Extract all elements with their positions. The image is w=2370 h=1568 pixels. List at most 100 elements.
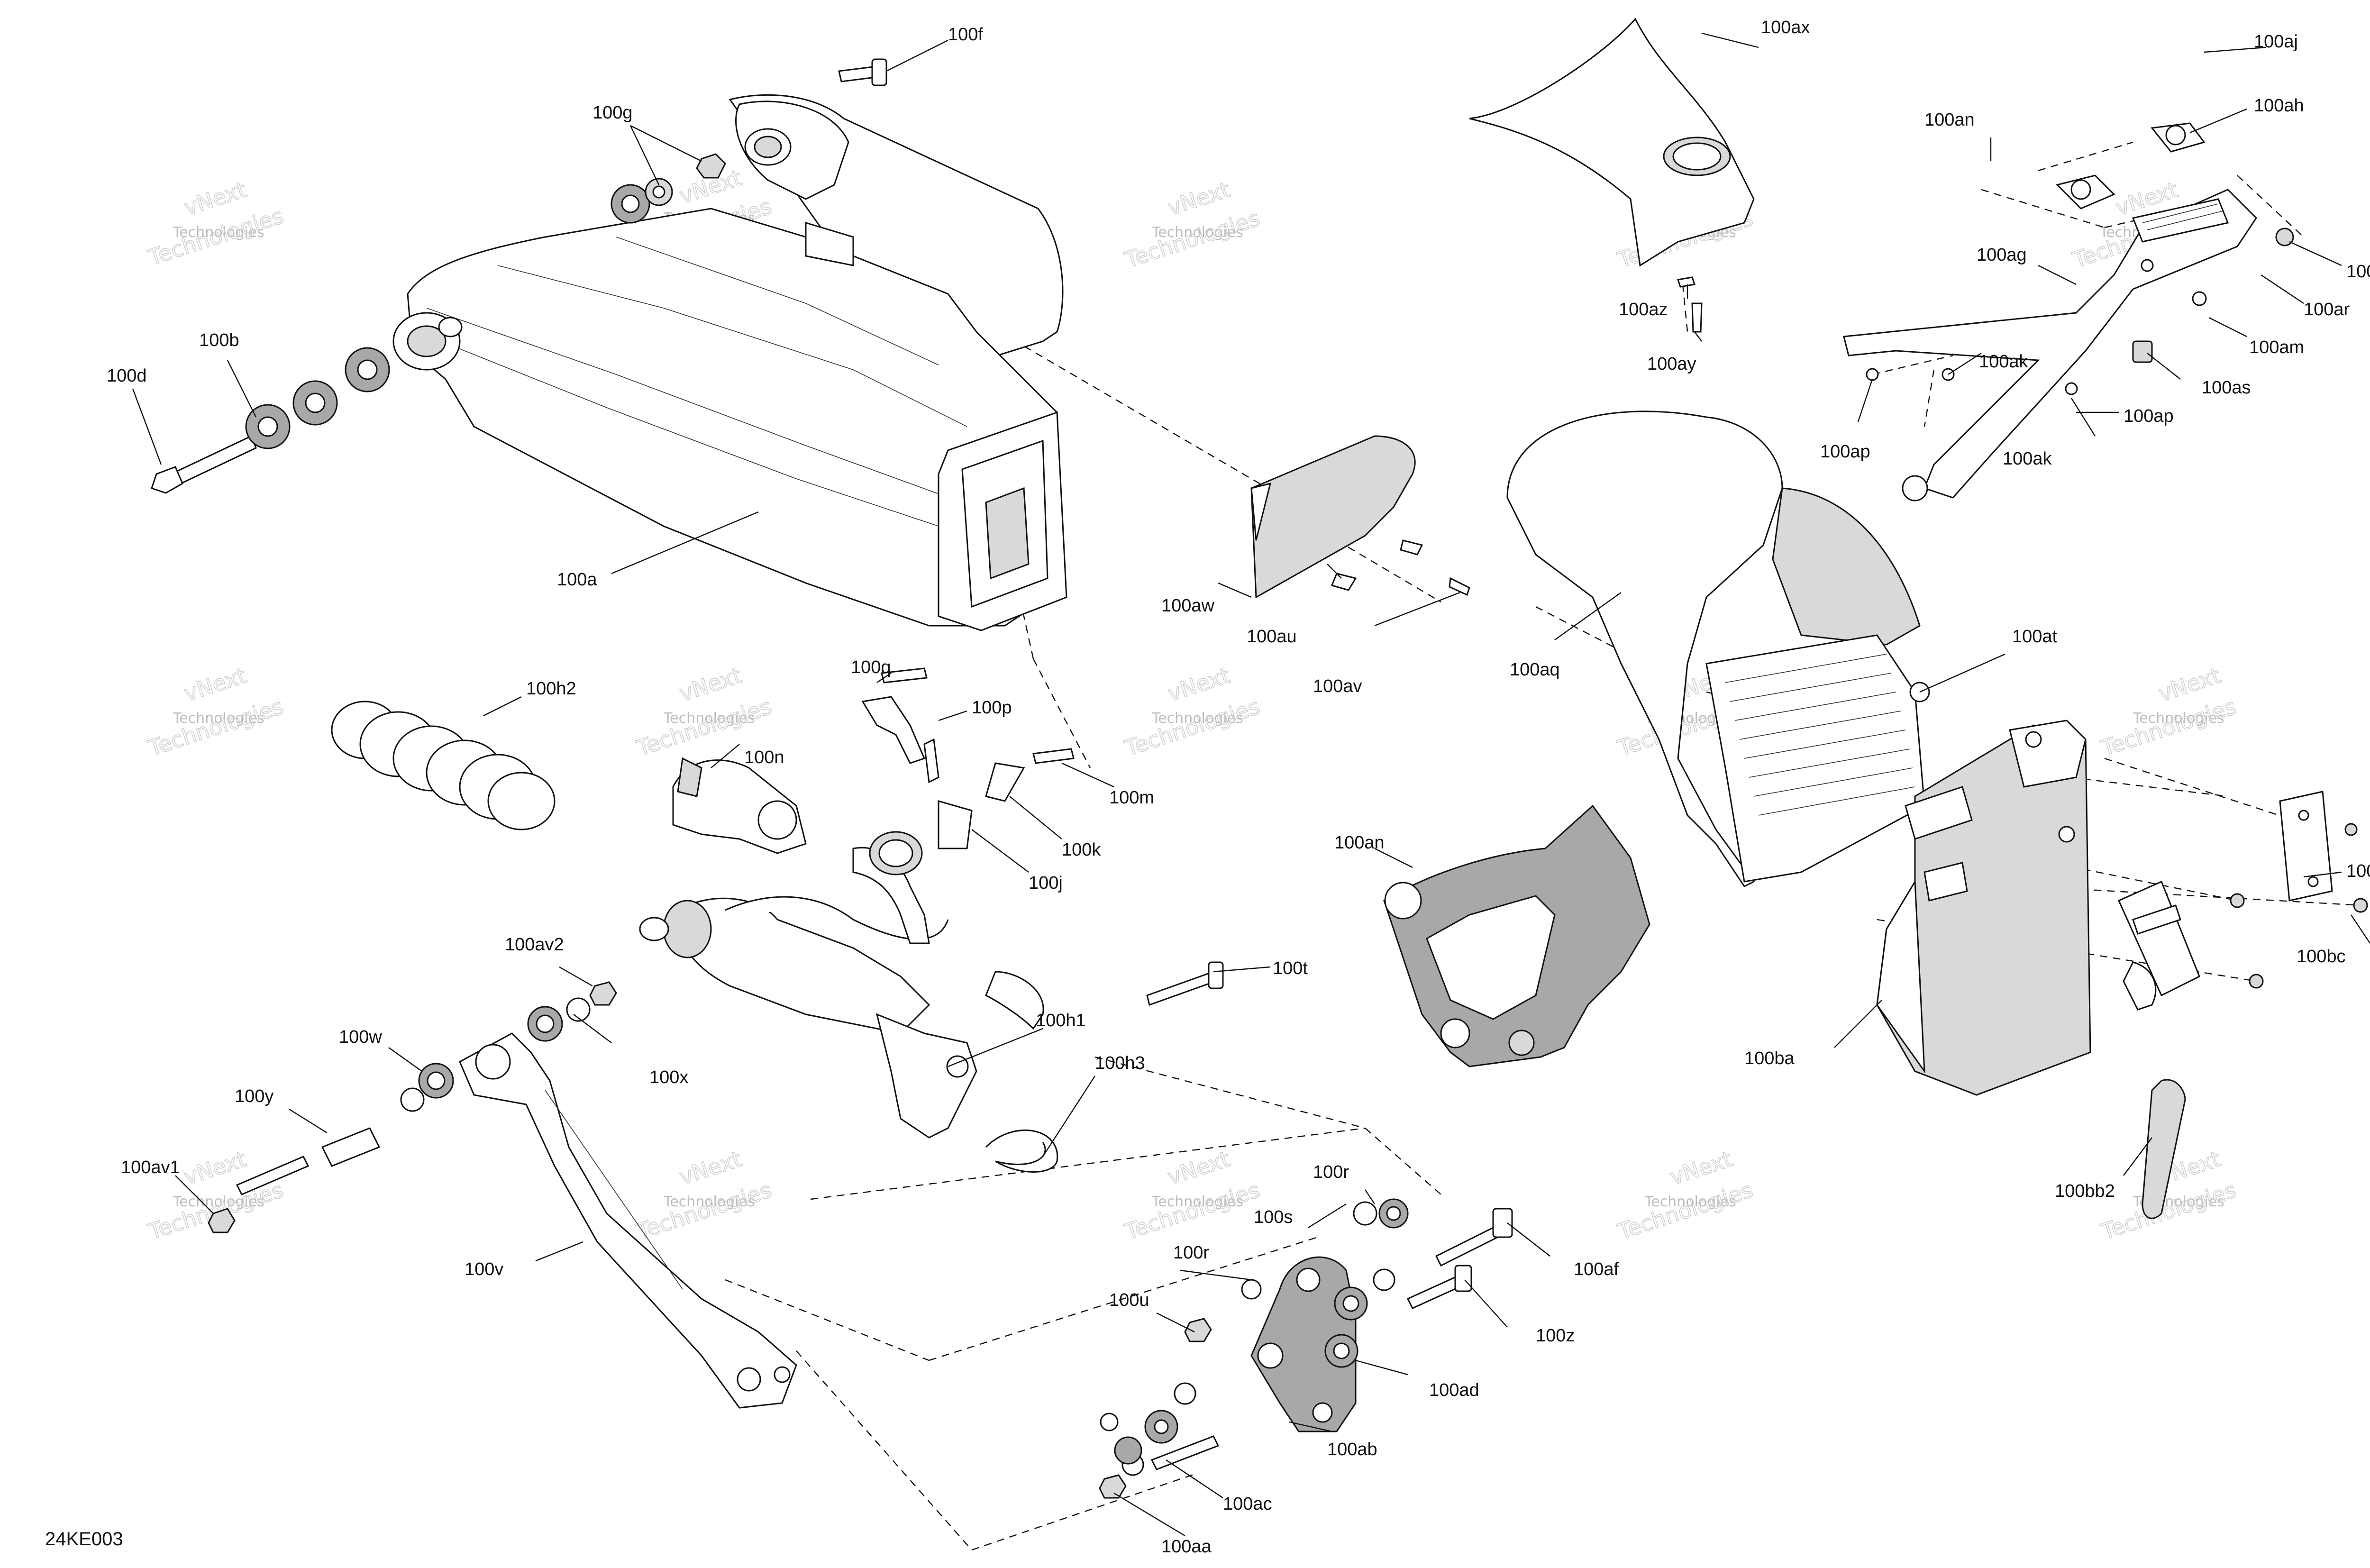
label-100h1: 100h1 [1036,1011,1086,1030]
svg-text:Technologies: Technologies [1121,693,1263,761]
svg-text:Technologies: Technologies [145,1177,287,1245]
svg-text:vNext: vNext [181,177,250,221]
label-100ak-1: 100ak [1979,352,2029,372]
watermark: vNext Technologies Technologies [1121,176,1263,273]
label-100av: 100av [1313,676,1362,696]
label-100am-1: 100am [2346,262,2370,282]
lower-linkage [459,1032,797,1409]
label-100q: 100q [851,657,891,677]
label-100am-2: 100am [2249,337,2304,357]
label-100aa: 100aa [1161,1537,1212,1557]
svg-text:Technologies: Technologies [1151,224,1243,241]
label-100ac: 100ac [1223,1494,1272,1514]
label-100h2: 100h2 [526,679,576,699]
label-100ar: 100ar [2304,300,2350,319]
bearings-100b-100d [151,58,887,494]
svg-text:vNext: vNext [1165,663,1233,707]
label-100ba: 100ba [1744,1048,1795,1068]
label-100az: 100az [1619,300,1668,319]
rocker-link [1099,1198,1513,1499]
watermark: vNext Technologies Technologies [1614,1146,1756,1245]
svg-text:Technologies: Technologies [2133,710,2224,727]
svg-text:Technologies: Technologies [1151,710,1243,727]
label-100ap-1: 100ap [2124,406,2174,426]
label-100aw: 100aw [1161,596,1215,616]
part-labels: 100f 100g 100b 100d 100a 100aw 100au 100… [45,18,2370,1557]
leader-lines [132,32,2370,1537]
watermark: vNext Technologies Technologies [1121,1146,1263,1245]
label-100a: 100a [557,570,597,590]
label-100bb2: 100bb2 [2055,1181,2115,1201]
label-100d: 100d [107,366,147,386]
label-100av1: 100av1 [121,1158,180,1177]
label-100n: 100n [744,748,784,767]
watermark: vNext Technologies Technologies [633,1146,775,1245]
watermark: vNext Technologies Technologies [145,662,287,762]
svg-text:Technologies: Technologies [663,1194,755,1210]
small-parts-upper-center [861,667,1075,849]
svg-text:Technologies: Technologies [1151,1194,1243,1210]
label-100k: 100k [1062,840,1101,860]
watermark: vNext Technologies Technologies [1121,662,1263,762]
label-100aq: 100aq [1510,660,1560,680]
coil-spring [331,701,556,830]
label-100ah: 100ah [2254,96,2304,116]
label-100as: 100as [2202,378,2251,398]
watermark: vNext Technologies Technologies [2097,662,2240,762]
swing-arm [392,94,1067,631]
label-100ax: 100ax [1761,18,1810,37]
label-100s: 100s [1254,1207,1293,1227]
svg-text:Technologies: Technologies [1614,1177,1756,1245]
license-bracket-top [1843,122,2294,501]
svg-text:Technologies: Technologies [173,224,264,241]
label-100av2: 100av2 [505,935,564,955]
label-100an: 100an [1334,833,1385,853]
svg-text:vNext: vNext [1165,177,1233,221]
svg-text:Technologies: Technologies [173,710,264,727]
brackets-100bb-100bc [2118,791,2368,1219]
label-100ad: 100ad [1429,1380,1479,1400]
label-100af: 100af [1574,1259,1619,1279]
svg-text:Technologies: Technologies [145,203,287,271]
svg-text:vNext: vNext [676,663,745,707]
label-100au: 100au [1247,627,1297,647]
svg-text:vNext: vNext [181,663,250,707]
svg-text:vNext: vNext [1165,1146,1233,1190]
svg-text:Technologies: Technologies [633,1177,775,1245]
label-100ag: 100ag [1977,245,2027,265]
label-100an-top: 100an [1924,110,1975,130]
shock-absorber [639,831,1044,1139]
label-100ap-2: 100ap [1820,442,1870,462]
label-100ab: 100ab [1327,1440,1377,1459]
center-bracket [1383,804,1650,1067]
svg-text:Technologies: Technologies [1121,1177,1263,1245]
label-100m: 100m [1109,788,1154,808]
label-100r-2: 100r [1173,1243,1209,1263]
label-100t: 100t [1273,958,1308,978]
hose-clamp [672,757,807,854]
label-100at: 100at [2012,627,2058,647]
license-plate-holder [1876,720,2091,1096]
label-100bc: 100bc [2297,947,2346,966]
svg-text:Technologies: Technologies [145,693,287,761]
linkage-bushings [208,981,617,1233]
heat-shield [1250,435,1470,599]
svg-text:Technologies: Technologies [173,1194,264,1210]
label-100w: 100w [339,1027,382,1047]
fender-top-piece [1469,18,1755,333]
svg-text:Technologies: Technologies [1644,1194,1736,1210]
label-100aj: 100aj [2254,32,2298,52]
watermark: vNext Technologies Technologies [633,662,775,762]
label-100u: 100u [1109,1290,1149,1310]
label-100x: 100x [649,1067,688,1087]
label-100y: 100y [235,1086,273,1106]
watermark: vNext Technologies Technologies [145,176,287,271]
label-100ak-2: 100ak [2003,449,2052,469]
label-100b: 100b [199,330,239,350]
rear-fender [1506,410,1930,887]
label-100ay: 100ay [1647,354,1696,374]
svg-text:Technologies: Technologies [663,710,755,727]
bolt-and-ring [985,961,1224,1173]
diagram-code: 24KE003 [45,1529,123,1550]
